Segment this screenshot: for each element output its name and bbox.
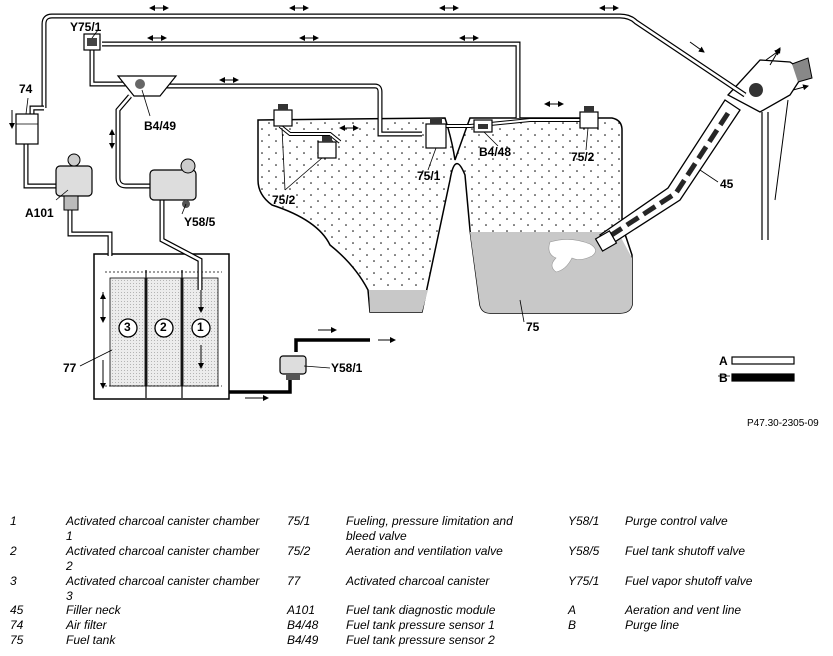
- legend-code: A101: [287, 603, 316, 617]
- legend-description: Fuel vapor shutoff valve: [625, 574, 753, 588]
- leader-lines: [25, 29, 730, 377]
- line-a-network: [23, 13, 747, 290]
- label-75-2-right: 75/2: [571, 150, 595, 164]
- y58-5-valve: [149, 158, 197, 208]
- legend-description: Fuel tank: [66, 633, 116, 647]
- fuel-splash: [548, 239, 596, 273]
- label-y58-1: Y58/1: [331, 361, 363, 375]
- valve-75-2-right: [579, 106, 599, 129]
- label-75-1: 75/1: [417, 169, 441, 183]
- legend-code: 2: [10, 544, 17, 558]
- label-45: 45: [720, 177, 734, 191]
- legend-description: Aeration and ventilation valve: [346, 544, 503, 558]
- chamber-2-marker: [154, 318, 174, 338]
- label-b: B: [719, 371, 728, 385]
- filler-cap: [726, 47, 813, 113]
- label-a101: A101: [25, 206, 54, 220]
- evap-system-diagram: [9, 5, 813, 401]
- legend-code: 75/1: [287, 514, 311, 528]
- legend-description: Air filter: [66, 618, 107, 632]
- label-a: A: [719, 354, 728, 368]
- chamber-1-marker: [191, 318, 211, 338]
- label-b4-48: B4/48: [479, 145, 512, 159]
- legend-description: Activated charcoal canister chamber 3: [66, 574, 260, 603]
- legend-description: Activated charcoal canister chamber 1: [66, 514, 260, 543]
- label-75: 75: [526, 320, 540, 334]
- legend-code: 75: [10, 633, 24, 647]
- label-chamber-2: 2: [160, 320, 167, 334]
- a101-module: [55, 153, 93, 211]
- label-chamber-1: 1: [197, 320, 204, 334]
- legend-code: Y75/1: [568, 574, 600, 588]
- legend-code: Y58/5: [568, 544, 600, 558]
- legend-code: 1: [10, 514, 17, 528]
- label-y58-5: Y58/5: [184, 215, 216, 229]
- legend-code: 75/2: [287, 544, 311, 558]
- label-77: 77: [63, 361, 77, 375]
- legend-description: Activated charcoal canister: [346, 574, 490, 588]
- flow-arrows: [9, 5, 781, 401]
- filler-neck: [594, 47, 813, 252]
- legend-code: 77: [287, 574, 301, 588]
- legend-code: B: [568, 618, 577, 632]
- label-74: 74: [19, 82, 33, 96]
- legend-description: Purge line: [625, 618, 680, 632]
- y58-1-valve: [279, 355, 307, 380]
- legend-code: Y58/1: [568, 514, 600, 528]
- legend-description: Activated charcoal canister chamber 2: [66, 544, 260, 573]
- legend-line-a-sample: [731, 356, 795, 365]
- valve-75-2-left-b: [317, 136, 337, 159]
- legend-code: 3: [10, 574, 17, 588]
- legend-description: Fuel tank pressure sensor 2: [346, 633, 495, 647]
- legend-line-b-sample: [731, 373, 795, 382]
- legend-code: B4/48: [287, 618, 319, 632]
- b4-48-sensor: [473, 119, 493, 133]
- charcoal-canister: [93, 253, 230, 400]
- figure-code: P47.30-2305-09: [747, 418, 819, 429]
- legend-description: Fuel tank diagnostic module: [346, 603, 496, 617]
- legend-description: Fueling, pressure limitation and bleed v…: [346, 514, 513, 543]
- legend-description: Fuel tank pressure sensor 1: [346, 618, 495, 632]
- legend-code: B4/49: [287, 633, 319, 647]
- label-b4-49: B4/49: [144, 119, 177, 133]
- fuel-tank: [257, 117, 633, 314]
- legend-description: Filler neck: [66, 603, 121, 617]
- y75-1-valve: [83, 33, 101, 51]
- legend-description: Aeration and vent line: [625, 603, 742, 617]
- air-filter: [15, 113, 39, 145]
- legend-code: 45: [10, 603, 24, 617]
- label-75-2-left: 75/2: [272, 193, 296, 207]
- label-chamber-3: 3: [124, 320, 131, 334]
- legend-code: 74: [10, 618, 24, 632]
- legend-description: Fuel tank shutoff valve: [625, 544, 746, 558]
- legend-description: Purge control valve: [625, 514, 728, 528]
- valve-75-2-left-a: [273, 104, 293, 127]
- fuel-level-left: [369, 290, 428, 312]
- chamber-3-marker: [118, 318, 138, 338]
- b4-49-sensor: [116, 75, 178, 97]
- label-y75-1: Y75/1: [70, 20, 102, 34]
- legend-code: A: [568, 603, 577, 617]
